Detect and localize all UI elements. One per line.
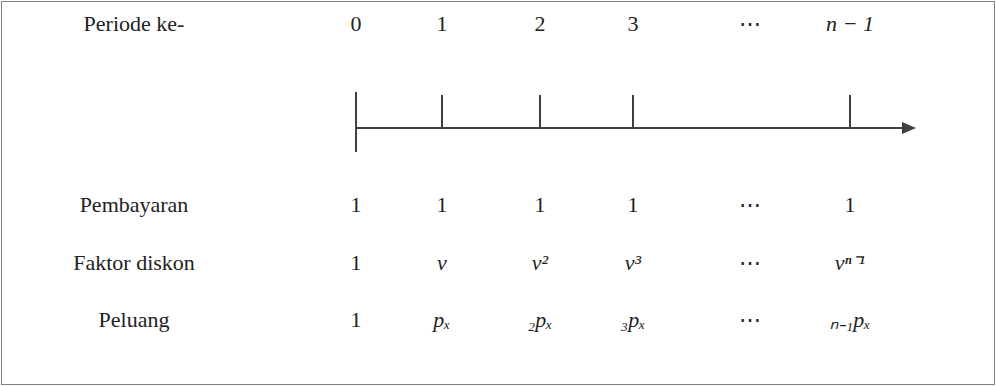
- row-label: Peluang: [99, 307, 170, 333]
- row-label: Periode ke-: [84, 11, 185, 37]
- probability: ⋯: [739, 307, 761, 333]
- period-number: ⋯: [739, 11, 761, 37]
- probability: 1: [351, 307, 362, 333]
- period-number: 2: [535, 11, 546, 37]
- payment-value: 1: [437, 192, 448, 218]
- probability: ₙ₋₁pₓ: [830, 307, 871, 333]
- discount-factor: v: [437, 250, 447, 276]
- period-number: 1: [437, 11, 448, 37]
- period-number: 0: [351, 11, 362, 37]
- payment-value: 1: [351, 192, 362, 218]
- discount-factor: vⁿ⁻¹: [835, 250, 865, 276]
- payment-value: 1: [628, 192, 639, 218]
- row-label: Faktor diskon: [73, 250, 195, 276]
- period-number: n − 1: [826, 11, 874, 37]
- payment-value: 1: [845, 192, 856, 218]
- row-label: Pembayaran: [80, 192, 189, 218]
- probability: ₂pₓ: [528, 307, 553, 333]
- probability: ₃pₓ: [621, 307, 646, 333]
- period-number: 3: [628, 11, 639, 37]
- discount-factor: ⋯: [739, 250, 761, 276]
- discount-factor: v²: [532, 250, 548, 276]
- discount-factor: v³: [625, 250, 641, 276]
- payment-value: 1: [535, 192, 546, 218]
- discount-factor: 1: [351, 250, 362, 276]
- payment-value: ⋯: [739, 192, 761, 218]
- probability: pₓ: [433, 307, 450, 333]
